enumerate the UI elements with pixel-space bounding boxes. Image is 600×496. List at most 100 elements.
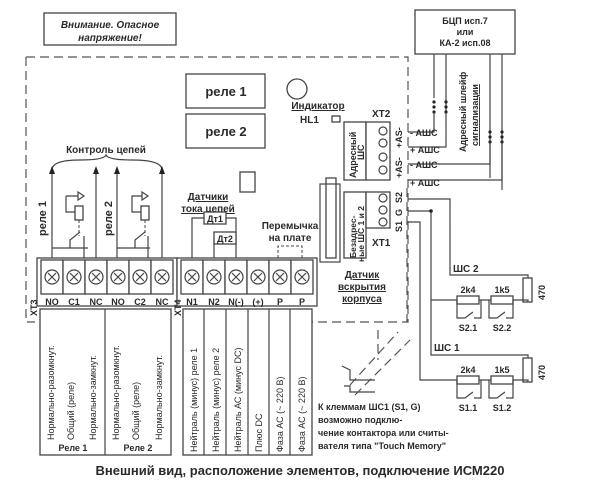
current-sensor-2 — [213, 231, 237, 245]
xt4-terminal-block: N1 N2 N(-) (+) P P — [176, 257, 318, 307]
pin-label: N(-) — [228, 297, 244, 307]
svg-text:Общий (реле): Общий (реле) — [131, 382, 141, 440]
svg-text:Перемычка: Перемычка — [262, 221, 319, 232]
terminal-xt4-2: N(-) — [224, 259, 248, 307]
circuit-control-label: Контроль цепей — [66, 145, 146, 156]
relay-2-side-label: реле 2 — [103, 201, 115, 236]
terminal-xt4-4: P — [268, 259, 292, 307]
loop1-end-resistor — [522, 357, 533, 383]
svg-text:вскрытия: вскрытия — [338, 282, 386, 293]
wire-label-4: + АШС — [410, 178, 440, 188]
group-relay-1: Реле 1 — [59, 443, 88, 453]
terminal-xt3-4: C2 — [128, 259, 152, 307]
indicator-label: Индикатор — [291, 101, 344, 112]
hl1-label: HL1 — [300, 115, 319, 126]
svg-text:КА-2 исп.08: КА-2 исп.08 — [440, 38, 491, 48]
svg-text:на плате: на плате — [269, 233, 312, 244]
svg-text:корпуса: корпуса — [342, 294, 382, 305]
svg-text:470: 470 — [537, 365, 547, 380]
note-line3: чение контактора или считы- — [318, 428, 449, 438]
terminal-xt3-0: NO — [40, 259, 64, 307]
hl1-icon — [331, 115, 341, 123]
xt1-screws — [378, 193, 388, 227]
warning-line1: Внимание. Опасное — [61, 20, 160, 31]
terminal-xt3-5: NC — [150, 259, 174, 307]
svg-text:2k4: 2k4 — [460, 285, 475, 295]
relay-2-box: реле 2 — [185, 113, 266, 149]
xt4-label: XT4 — [173, 299, 183, 316]
svg-text:470: 470 — [537, 285, 547, 300]
svg-text:реле 2: реле 2 — [205, 124, 246, 139]
relay-1-box: реле 1 — [185, 73, 266, 109]
svg-text:Нормально-разомкнут.: Нормально-разомкнут. — [46, 345, 56, 440]
note-line2: возможно подклю- — [318, 415, 402, 425]
xt3-label: XT3 — [29, 299, 39, 316]
pin-label: P — [299, 297, 305, 307]
svg-text:S1: S1 — [394, 221, 404, 232]
svg-text:S1.1: S1.1 — [459, 403, 478, 413]
device-outline — [25, 56, 409, 323]
xt2-label: XT2 — [372, 109, 391, 120]
svg-text:2k4: 2k4 — [460, 365, 475, 375]
svg-text:Фаза АС (~ 220 В): Фаза АС (~ 220 В) — [297, 377, 307, 452]
pin-label: (+) — [252, 297, 263, 307]
wire-label-2: + АШС — [410, 145, 440, 155]
terminal-xt4-3: (+) — [246, 259, 270, 307]
svg-text:G: G — [394, 209, 404, 216]
pin-label: NC — [156, 297, 169, 307]
controller-box: БЦП исп.7 или КА-2 исп.08 — [414, 9, 516, 55]
svg-text:Нейтраль АС (минус DC): Нейтраль АС (минус DC) — [233, 348, 243, 453]
caption: Внешний вид, расположение элементов, под… — [96, 463, 505, 478]
svg-text:тока цепей: тока цепей — [181, 204, 235, 215]
group-relay-2: Реле 2 — [124, 443, 153, 453]
svg-text:Дт1: Дт1 — [207, 214, 223, 224]
wire-break-dots — [432, 100, 504, 144]
wire-label-1: - АШС — [410, 128, 438, 138]
svg-text:ные ШС 1 и 2: ные ШС 1 и 2 — [356, 206, 366, 262]
svg-text:S1.2: S1.2 — [493, 403, 512, 413]
warning-box: Внимание. Опасное напряжение! — [43, 12, 177, 46]
terminal-xt4-0: N1 — [180, 259, 204, 307]
svg-text:Общий (реле): Общий (реле) — [66, 382, 76, 440]
xt1-label: XT1 — [372, 238, 391, 249]
svg-text:S2.2: S2.2 — [493, 323, 512, 333]
svg-text:Нормально-разомкнут.: Нормально-разомкнут. — [111, 345, 121, 440]
xt2-screws — [378, 126, 388, 175]
relay-contacts-diagram — [49, 166, 165, 258]
pin-label: N1 — [186, 297, 198, 307]
svg-text:Датчики: Датчики — [188, 192, 229, 203]
svg-text:ШС: ШС — [356, 144, 366, 160]
indicator-led-icon — [286, 78, 308, 100]
svg-text:1k5: 1k5 — [494, 285, 509, 295]
pin-label: C2 — [134, 297, 146, 307]
terminal-xt3-1: C1 — [62, 259, 86, 307]
svg-text:S2: S2 — [394, 192, 404, 203]
terminal-xt4-1: N2 — [202, 259, 226, 307]
pin-label: NO — [45, 297, 59, 307]
pin-label: P — [277, 297, 283, 307]
svg-text:Фаза АС (~ 220 В): Фаза АС (~ 220 В) — [275, 377, 285, 452]
warning-line2: напряжение! — [78, 33, 142, 44]
pin-label: NC — [90, 297, 103, 307]
svg-text:или: или — [457, 27, 474, 37]
svg-text:Нормально-замкнут.: Нормально-замкнут. — [154, 355, 164, 440]
loop2-end-resistor — [522, 277, 533, 303]
pin-label: C1 — [68, 297, 80, 307]
tamper-sensor — [325, 177, 337, 259]
terminal-xt3-3: NO — [106, 259, 130, 307]
svg-text:Плюс DC: Плюс DC — [254, 413, 264, 452]
svg-text:Безадрес-: Безадрес- — [348, 215, 358, 258]
svg-text:+AS-: +AS- — [394, 157, 404, 178]
terminal-xt3-2: NC — [84, 259, 108, 307]
current-sensor-1 — [203, 211, 227, 225]
loop2-label: ШС 2 — [453, 264, 479, 275]
svg-text:реле 1: реле 1 — [205, 84, 246, 99]
pin-label: N2 — [208, 297, 220, 307]
terminal-xt4-5: P — [290, 259, 314, 307]
loop1-label: ШС 1 — [434, 343, 460, 354]
note-line1: К клеммам ШС1 (S1, G) — [318, 402, 421, 412]
board-component — [239, 171, 256, 193]
svg-text:Нормально-замкнут.: Нормально-замкнут. — [88, 355, 98, 440]
address-loop-label-2: сигнализации — [470, 84, 480, 146]
